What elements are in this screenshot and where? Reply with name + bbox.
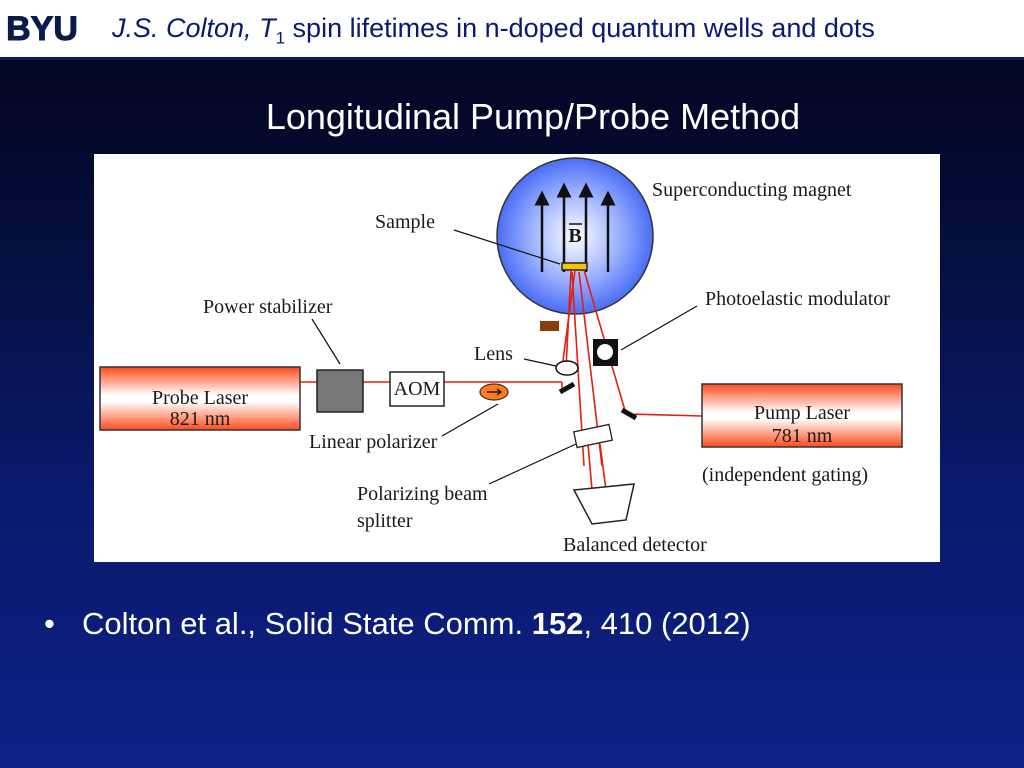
probe-laser (99, 366, 301, 431)
power-stabilizer-label: Power stabilizer (203, 296, 333, 318)
polarizer-arrow-icon (496, 388, 502, 396)
pump-horizontal-beam (625, 413, 703, 417)
diagram-svg: B Superconducting magnet Sample Photoela… (99, 157, 903, 556)
lens-leader (523, 358, 557, 367)
citation-prefix: Colton et al., Solid State Comm. (82, 606, 532, 641)
polarizer-leader (441, 403, 499, 437)
splitter-leader (488, 443, 577, 485)
sample (561, 262, 588, 271)
header-t-symbol: T (259, 13, 276, 43)
setup-diagram: B Superconducting magnet Sample Photoela… (94, 154, 940, 562)
photoelastic-modulator-label: Photoelastic modulator (705, 288, 890, 310)
header-t-subscript: 1 (275, 28, 286, 48)
b-field-label: B (568, 225, 581, 247)
aom (389, 371, 445, 407)
header-bar: BYU J.S. Colton, T1 spin lifetimes in n-… (0, 0, 1024, 57)
slide-title: Longitudinal Pump/Probe Method (265, 96, 801, 137)
citation-bullet: • Colton et al., Solid State Comm. 152, 4… (44, 606, 751, 642)
stabilizer-leader (311, 318, 341, 365)
pump-laser (701, 383, 903, 448)
detector-beam-1 (587, 443, 593, 491)
lens (555, 360, 579, 376)
citation-suffix: , 410 (2012) (583, 606, 751, 641)
bullet-dot: • (44, 606, 55, 641)
polarizing-beam-label-1: Polarizing beam (357, 483, 488, 505)
linear-polarizer-label: Linear polarizer (309, 431, 438, 453)
beam-to-sample-2 (565, 269, 572, 369)
header-underline (0, 57, 1024, 60)
sample-label: Sample (375, 211, 435, 233)
aom-label: AOM (394, 378, 441, 400)
header-title: J.S. Colton, T1 spin lifetimes in n-dope… (112, 13, 875, 48)
detector-beam-2 (599, 443, 607, 491)
probe-laser-label: Probe Laser (152, 387, 248, 409)
pump-wavelength: 781 nm (772, 425, 833, 447)
citation-volume: 152 (531, 606, 584, 641)
logo-text: BYU (6, 10, 78, 48)
probe-wavelength: 821 nm (170, 408, 231, 430)
header-title-rest: spin lifetimes in n-doped quantum wells … (285, 13, 875, 43)
pem-aperture (597, 344, 613, 360)
balanced-detector (572, 483, 635, 525)
pump-mirror (620, 407, 638, 421)
balanced-detector-label: Balanced detector (563, 534, 707, 556)
polarizing-beam-splitter (572, 423, 614, 449)
header-author: J.S. Colton, (112, 13, 260, 43)
sample-stage (540, 321, 559, 331)
superconducting-magnet-label: Superconducting magnet (652, 179, 852, 201)
power-stabilizer (316, 369, 364, 413)
sample-leader (453, 229, 561, 265)
pump-laser-label: Pump Laser (754, 402, 850, 424)
independent-gating-label: (independent gating) (702, 464, 868, 486)
probe-mirror (558, 381, 576, 395)
polarizing-beam-label-2: splitter (357, 510, 413, 532)
lens-label: Lens (474, 343, 513, 365)
byu-logo: BYU (4, 6, 80, 50)
pem-leader (620, 305, 698, 351)
